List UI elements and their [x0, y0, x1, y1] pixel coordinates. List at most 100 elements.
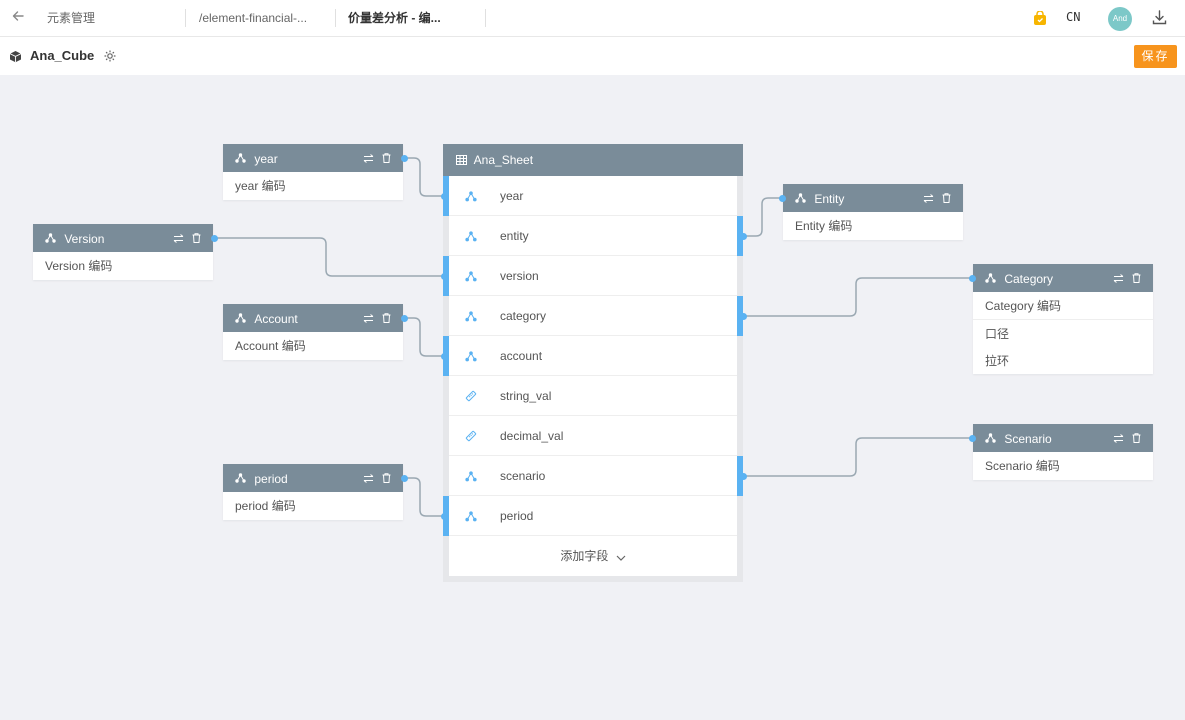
dimension-node-scenario[interactable]: Scenario Scenario 编码 [973, 424, 1153, 480]
dimension-header[interactable]: period [223, 464, 403, 492]
add-field-button[interactable]: 添加字段 [449, 536, 737, 576]
tab-price-volume-analysis[interactable]: 价量差分析 - 编... [348, 11, 441, 25]
dimension-title: Account [254, 311, 298, 326]
add-field-label: 添加字段 [560, 549, 609, 563]
dimension-header[interactable]: Scenario [973, 424, 1153, 452]
dimension-attribute: period 编码 [235, 499, 296, 513]
field-name: category [500, 309, 547, 323]
swap-icon[interactable] [363, 313, 374, 323]
dimension-node-period[interactable]: period period 编码 [223, 464, 403, 520]
field-decimal-val[interactable]: decimal_val [449, 416, 737, 456]
dimension-header[interactable]: year [223, 144, 403, 172]
dimension-node-account[interactable]: Account Account 编码 [223, 304, 403, 360]
dimension-icon [465, 296, 477, 336]
connector-dot[interactable] [740, 233, 747, 240]
dimension-attribute: Category 编码 [973, 292, 1153, 320]
notification-icon[interactable] [1033, 10, 1047, 29]
hierarchy-icon [235, 465, 246, 493]
hierarchy-icon [985, 265, 996, 293]
swap-icon[interactable] [173, 233, 184, 243]
delete-icon[interactable] [382, 313, 391, 323]
field-scenario[interactable]: scenario [449, 456, 737, 496]
field-period[interactable]: period [449, 496, 737, 536]
dimension-attribute: Scenario 编码 [985, 459, 1060, 473]
swap-icon[interactable] [363, 153, 374, 163]
field-version[interactable]: version [449, 256, 737, 296]
delete-icon[interactable] [192, 233, 201, 243]
back-arrow-icon[interactable] [8, 9, 28, 29]
dimension-attribute: year 编码 [235, 179, 286, 193]
dimension-icon [465, 496, 477, 536]
swap-icon[interactable] [363, 473, 374, 483]
sheet-header[interactable]: Ana_Sheet [443, 144, 743, 176]
hierarchy-icon [235, 305, 246, 333]
connector-dot[interactable] [401, 155, 408, 162]
sheet-title: Ana_Sheet [473, 153, 534, 167]
delete-icon[interactable] [382, 153, 391, 163]
sheet-table[interactable]: Ana_Sheet year entity version category a… [443, 144, 743, 582]
language-switch[interactable]: CN [1066, 10, 1081, 24]
dimension-title: Scenario [1004, 431, 1052, 446]
hierarchy-icon [45, 225, 56, 253]
field-category[interactable]: category [449, 296, 737, 336]
dimension-node-year[interactable]: year year 编码 [223, 144, 403, 200]
connector-dot[interactable] [779, 195, 786, 202]
field-name: entity [500, 229, 529, 243]
dimension-attribute: Account 编码 [235, 339, 306, 353]
delete-icon[interactable] [1132, 273, 1141, 283]
avatar[interactable]: And [1108, 7, 1132, 31]
breadcrumb-element-management[interactable]: 元素管理 [47, 11, 96, 25]
dimension-header[interactable]: Version [33, 224, 213, 252]
dimension-header[interactable]: Account [223, 304, 403, 332]
save-button[interactable]: 保存 [1134, 45, 1177, 68]
swap-icon[interactable] [1113, 433, 1124, 443]
tab-divider [335, 9, 336, 27]
connector-dot[interactable] [969, 435, 976, 442]
field-name: version [500, 269, 539, 283]
dimension-icon [465, 336, 477, 376]
field-name: period [500, 509, 534, 523]
dimension-header[interactable]: Entity [783, 184, 963, 212]
delete-icon[interactable] [1132, 433, 1141, 443]
connector-dot[interactable] [401, 475, 408, 482]
dimension-icon [465, 176, 477, 216]
gear-icon[interactable] [103, 49, 117, 66]
field-name: string_val [500, 389, 552, 403]
table-icon [456, 145, 467, 177]
connector-dot[interactable] [211, 235, 218, 242]
sheet-field-list: year entity version category account str… [449, 176, 737, 576]
hierarchy-icon [795, 185, 806, 213]
hierarchy-icon [235, 145, 246, 173]
field-string-val[interactable]: string_val [449, 376, 737, 416]
dimension-attribute: 拉环 [985, 354, 1010, 368]
connector-dot[interactable] [441, 273, 448, 280]
connector-dot[interactable] [441, 193, 448, 200]
download-icon[interactable] [1152, 10, 1167, 28]
dimension-node-category[interactable]: Category Category 编码 口径 拉环 [973, 264, 1153, 374]
connector-dot[interactable] [441, 513, 448, 520]
connector-dot[interactable] [740, 313, 747, 320]
field-entity[interactable]: entity [449, 216, 737, 256]
dimension-node-entity[interactable]: Entity Entity 编码 [783, 184, 963, 240]
field-account[interactable]: account [449, 336, 737, 376]
dimension-node-version[interactable]: Version Version 编码 [33, 224, 213, 280]
swap-icon[interactable] [923, 193, 934, 203]
connector-dot[interactable] [969, 275, 976, 282]
field-name: scenario [500, 469, 546, 483]
dimension-header[interactable]: Category [973, 264, 1153, 292]
connector-dot[interactable] [740, 473, 747, 480]
top-bar: 元素管理 /element-financial-... 价量差分析 - 编...… [0, 0, 1185, 37]
dimension-attribute: 口径 [985, 327, 1010, 341]
ruler-icon [465, 416, 477, 456]
connector-dot[interactable] [401, 315, 408, 322]
swap-icon[interactable] [1113, 273, 1124, 283]
delete-icon[interactable] [382, 473, 391, 483]
dimension-icon [465, 456, 477, 496]
field-year[interactable]: year [449, 176, 737, 216]
connector-dot[interactable] [441, 353, 448, 360]
field-name: account [500, 349, 543, 363]
hierarchy-icon [985, 425, 996, 453]
delete-icon[interactable] [942, 193, 951, 203]
dimension-title: period [254, 471, 288, 486]
tab-element-financial[interactable]: /element-financial-... [199, 11, 308, 25]
